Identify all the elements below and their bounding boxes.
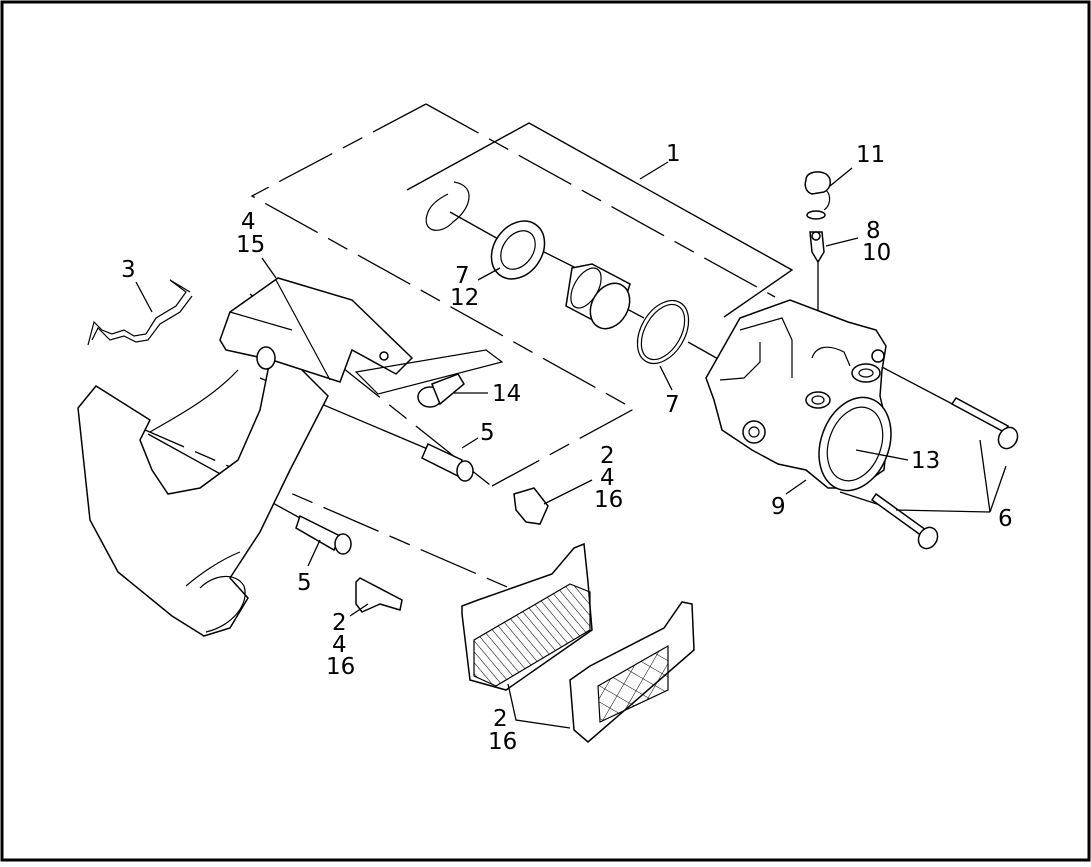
caliper-mounting-bracket <box>77 344 329 637</box>
callout-11: 11 <box>856 142 885 168</box>
callout-4: 4 <box>241 209 256 235</box>
callout-7-seal: 7 <box>455 263 470 289</box>
bleeder-cap <box>804 171 831 220</box>
callout-1: 1 <box>666 141 681 167</box>
callout-5-upper: 5 <box>480 420 495 446</box>
callout-8: 8 <box>866 218 881 244</box>
callout-16-lower: 16 <box>326 654 355 680</box>
caliper-bolts <box>870 397 1019 550</box>
pad-clip-upper <box>513 487 549 525</box>
callout-16-pads: 16 <box>488 729 517 755</box>
piston-seal <box>490 220 546 280</box>
pad-spring-clip <box>87 279 193 346</box>
slider-pin-14 <box>417 373 465 408</box>
callout-2-upper: 2 <box>600 443 615 469</box>
callout-15: 15 <box>236 232 265 258</box>
callout-4-lower: 4 <box>332 632 347 658</box>
callout-6: 6 <box>998 506 1013 532</box>
callout-16-upper: 16 <box>594 487 623 513</box>
callout-10: 10 <box>862 240 891 266</box>
piston <box>565 263 631 330</box>
callout-4-upper: 4 <box>600 465 615 491</box>
retaining-ring <box>425 181 470 231</box>
callout-1-bracket <box>406 122 794 318</box>
callout-3: 3 <box>121 257 136 283</box>
brake-pad-outer <box>461 542 593 691</box>
callout-12: 12 <box>450 285 479 311</box>
callout-9: 9 <box>771 494 786 520</box>
caliper-bracket <box>219 277 504 395</box>
slider-pin-upper <box>421 442 474 482</box>
callout-2-pads: 2 <box>493 706 508 732</box>
callout-2-lower: 2 <box>332 610 347 636</box>
slider-pin-lower <box>295 514 352 555</box>
caliper-housing <box>705 299 892 492</box>
callout-13: 13 <box>911 448 940 474</box>
brake-pad-inner <box>569 601 695 743</box>
pad-clip-lower <box>355 577 403 613</box>
o-ring-inner <box>640 303 686 361</box>
leader-lines <box>135 167 1007 729</box>
o-ring <box>636 299 690 365</box>
callout-7-oring: 7 <box>665 392 680 418</box>
callout-5-lower: 5 <box>297 570 312 596</box>
callout-labels: 1 11 8 10 4 15 3 7 12 14 5 7 2 4 16 13 9… <box>121 141 1013 755</box>
callout-14: 14 <box>492 381 521 407</box>
